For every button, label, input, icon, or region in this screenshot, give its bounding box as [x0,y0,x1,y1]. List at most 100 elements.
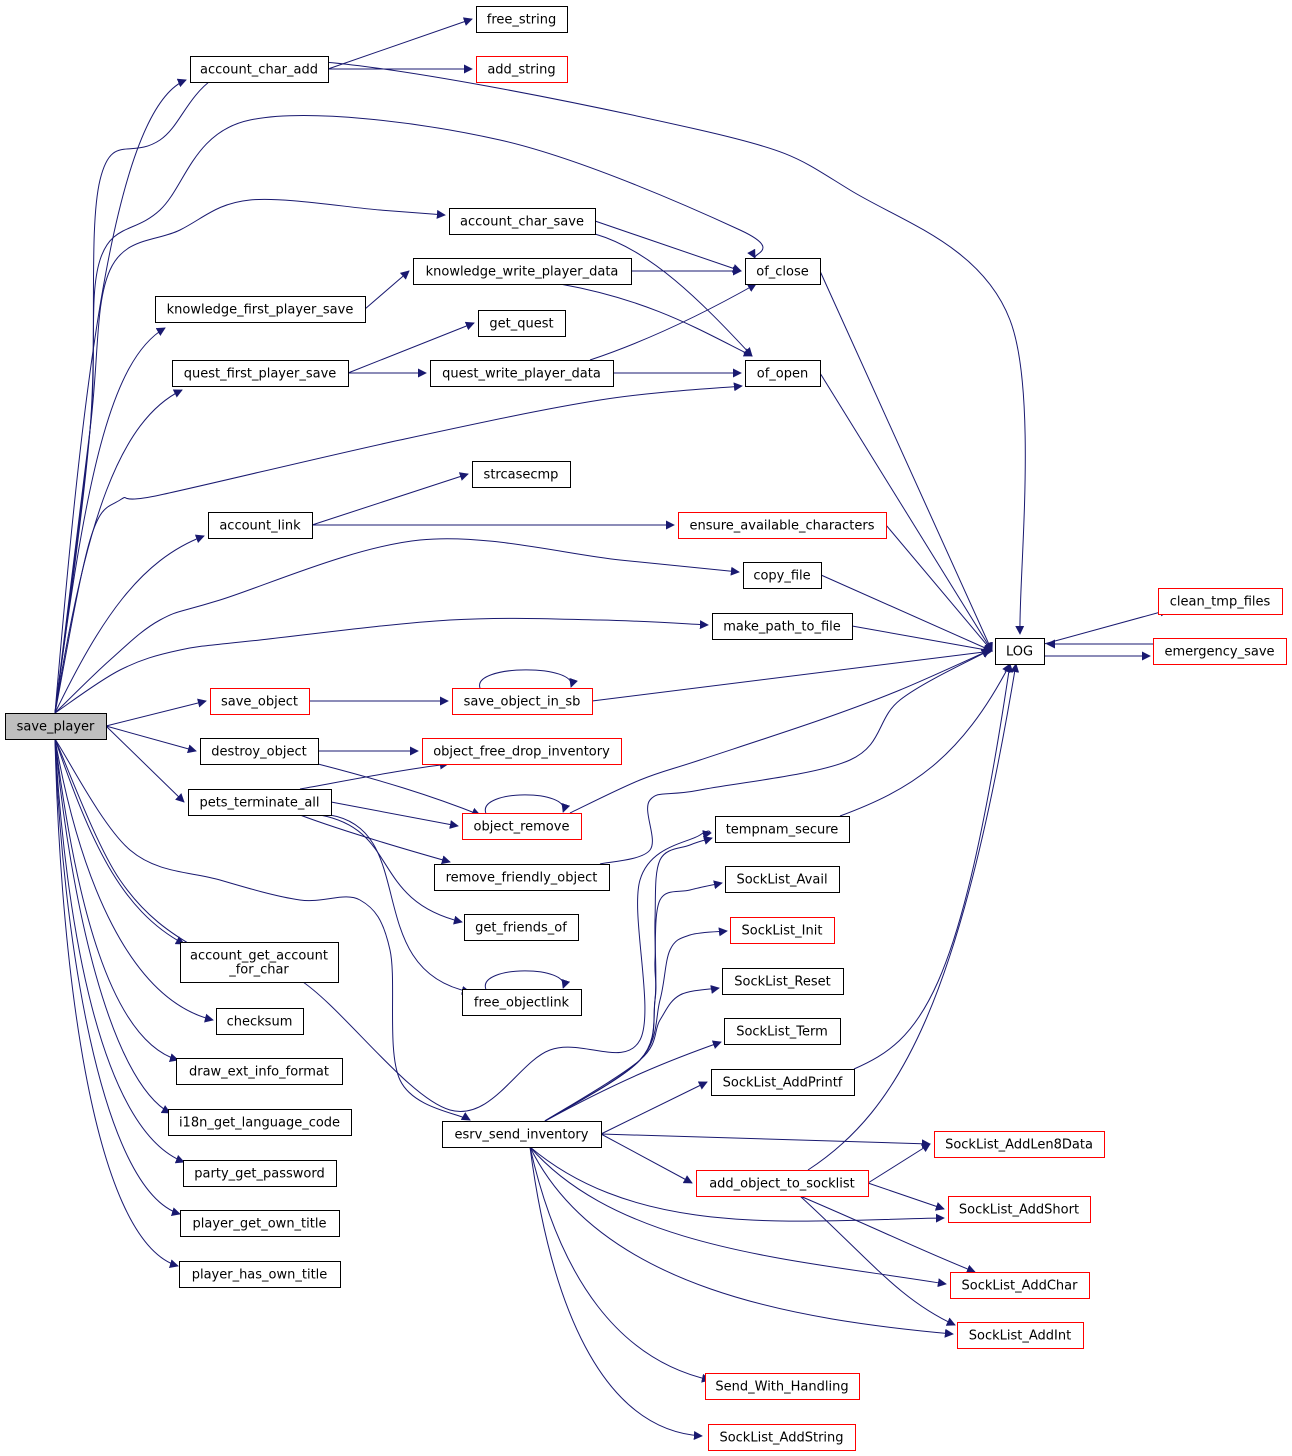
node-box [722,968,844,995]
node-LOG[interactable]: LOG [995,638,1045,665]
edge-save_player-to-save_object [105,698,207,727]
node-box [434,864,610,891]
node-player_has_own_title[interactable]: player_has_own_title [179,1261,341,1288]
node-emergency_save[interactable]: emergency_save [1153,638,1287,665]
edge-esrv_send_inventory-to-SockList_AddLen8Data [600,1133,931,1149]
edge-quest_write_player_data-to-of_close [589,283,757,361]
node-box [1158,588,1283,615]
node-make_path_to_file[interactable]: make_path_to_file [712,613,853,640]
node-quest_write_player_data[interactable]: quest_write_player_data [430,360,614,387]
edge-save_player-to-quest_first_player_save [54,389,183,714]
node-box [462,989,582,1016]
node-add_string[interactable]: add_string [476,56,568,83]
node-esrv_send_inventory[interactable]: esrv_send_inventory [442,1121,602,1148]
node-box [208,512,313,539]
edge-account_char_save-to-of_close [594,220,742,273]
node-remove_friendly_object[interactable]: remove_friendly_object [434,864,610,891]
node-label: draw_ext_info_format [189,1065,329,1080]
edge-pets_terminate_all-to-get_friends_of [319,814,463,925]
node-account_char_save[interactable]: account_char_save [449,208,596,235]
node-box [957,1322,1084,1349]
node-SockList_AddPrintf[interactable]: SockList_AddPrintf [711,1069,855,1096]
edge-pets_terminate_all-to-free_objectlink [329,814,471,995]
node-box [200,738,319,765]
node-SockList_AddInt[interactable]: SockList_AddInt [957,1322,1084,1349]
node-tempnam_secure[interactable]: tempnam_secure [715,816,850,843]
node-label: emergency_save [1164,645,1274,660]
node-SockList_Init[interactable]: SockList_Init [730,917,835,944]
node-free_objectlink[interactable]: free_objectlink [462,989,582,1016]
node-ensure_available_characters[interactable]: ensure_available_characters [678,512,887,539]
node-of_close[interactable]: of_close [745,258,821,285]
node-label: SockList_AddPrintf [723,1076,843,1091]
edge-knowledge_first_player_save-to-knowledge_write_player_data [364,270,410,310]
node-account_link[interactable]: account_link [208,512,313,539]
node-clean_tmp_files[interactable]: clean_tmp_files [1158,588,1283,615]
node-knowledge_write_player_data[interactable]: knowledge_write_player_data [413,258,632,285]
node-save_object_in_sb[interactable]: save_object_in_sb [452,688,593,715]
edge-save_player-to-i18n_get_language_code [54,738,171,1114]
node-knowledge_first_player_save[interactable]: knowledge_first_player_save [155,296,366,323]
node-free_string[interactable]: free_string [476,6,568,33]
node-player_get_own_title[interactable]: player_get_own_title [180,1210,340,1237]
node-SockList_Avail[interactable]: SockList_Avail [725,866,840,893]
node-get_friends_of[interactable]: get_friends_of [464,914,579,941]
node-label: SockList_AddLen8Data [945,1138,1093,1153]
node-label: player_has_own_title [192,1268,328,1283]
node-SockList_AddString[interactable]: SockList_AddString [708,1424,856,1451]
node-destroy_object[interactable]: destroy_object [200,738,319,765]
node-label: player_get_own_title [193,1217,327,1232]
node-box [743,562,822,589]
node-get_quest[interactable]: get_quest [478,310,566,337]
node-draw_ext_info_format[interactable]: draw_ext_info_format [176,1058,343,1085]
node-pets_terminate_all[interactable]: pets_terminate_all [188,789,332,816]
node-save_player[interactable]: save_player [5,713,107,740]
node-Send_With_Handling[interactable]: Send_With_Handling [705,1373,860,1400]
node-box [948,1196,1091,1223]
edge-save_player-to-checksum [54,738,214,1023]
node-SockList_AddShort[interactable]: SockList_AddShort [948,1196,1091,1223]
node-label: quest_first_player_save [184,367,337,382]
node-box [452,688,593,715]
edge-esrv_send_inventory-to-SockList_AddInt [529,1146,954,1338]
node-of_open[interactable]: of_open [745,360,821,387]
edge-save_player-to-pets_terminate_all [105,725,185,803]
edge-knowledge_write_player_data-to-of_open [559,283,753,357]
node-box [422,738,622,765]
node-account_char_add[interactable]: account_char_add [190,56,329,83]
node-label: free_objectlink [474,996,570,1011]
node-SockList_AddLen8Data[interactable]: SockList_AddLen8Data [934,1131,1105,1158]
node-layer: save_player account_char_add free_stringad… [5,6,1287,1451]
node-object_remove[interactable]: object_remove [462,813,582,840]
node-box [168,1109,352,1136]
edge-save_player-to-tempnam_secure [54,738,712,1112]
node-box [476,6,568,33]
node-SockList_AddChar[interactable]: SockList_AddChar [950,1272,1090,1299]
node-i18n_get_language_code[interactable]: i18n_get_language_code [168,1109,352,1136]
node-account_get_account_for_char[interactable]: account_get_account_for_char [180,942,339,983]
node-label: save_object_in_sb [464,695,581,710]
edge-object_remove-to-LOG [569,649,991,814]
node-label: SockList_AddShort [959,1203,1079,1218]
edge-pets_terminate_all-to-object_free_drop_inventory [299,760,449,790]
node-SockList_Term[interactable]: SockList_Term [724,1018,841,1045]
node-box [449,208,596,235]
node-SockList_Reset[interactable]: SockList_Reset [722,968,844,995]
node-party_get_password[interactable]: party_get_password [183,1160,337,1187]
node-label: get_quest [489,317,553,332]
node-quest_first_player_save[interactable]: quest_first_player_save [172,360,349,387]
node-strcasecmp[interactable]: strcasecmp [472,461,571,488]
node-add_object_to_socklist[interactable]: add_object_to_socklist [696,1170,869,1197]
node-label: destroy_object [211,745,306,760]
node-save_object[interactable]: save_object [210,688,310,715]
node-label: Send_With_Handling [715,1380,848,1395]
edge-esrv_send_inventory-to-add_object_to_socklist [600,1133,693,1184]
edge-account_char_save-to-of_open [594,233,753,357]
node-copy_file[interactable]: copy_file [743,562,822,589]
node-checksum[interactable]: checksum [216,1008,304,1035]
node-object_free_drop_inventory[interactable]: object_free_drop_inventory [422,738,622,765]
node-label: save_object [221,695,298,710]
edge-save_player-to-copy_file [54,538,740,714]
edge-of_close-to-LOG [819,270,993,652]
node-label: make_path_to_file [723,620,841,635]
